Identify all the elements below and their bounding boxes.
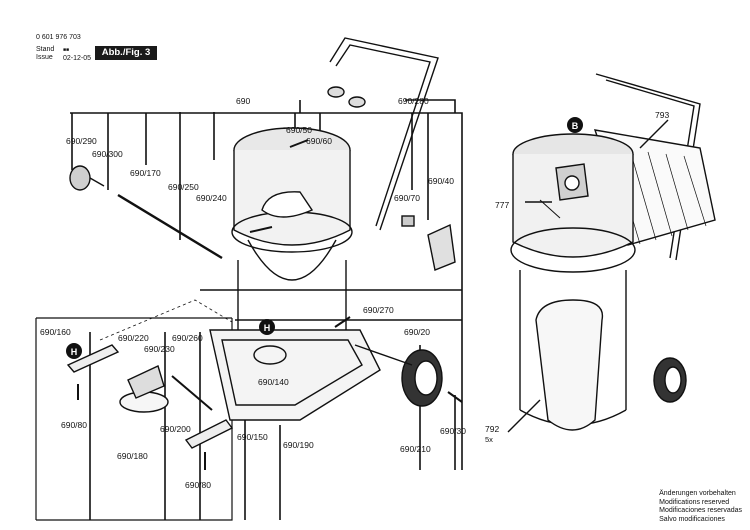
callout-label: 690/220 bbox=[118, 333, 149, 343]
h-marker-label: H bbox=[71, 347, 78, 357]
dust-bag bbox=[535, 299, 604, 431]
wheel-hub-assembled bbox=[664, 366, 682, 394]
callout-label: 690/50 bbox=[286, 125, 312, 135]
callout-label: 690/150 bbox=[237, 432, 268, 442]
note-line: Salvo modificaciones bbox=[659, 515, 725, 523]
leader-line bbox=[299, 99, 456, 113]
callout-label: 792 bbox=[485, 424, 499, 434]
b-marker-label: B bbox=[572, 121, 579, 131]
callout-label: 690/210 bbox=[400, 444, 431, 454]
callout-label: 690/20 bbox=[404, 327, 430, 337]
callout-label: 690/260 bbox=[172, 333, 203, 343]
callout-label: 793 bbox=[655, 110, 669, 120]
cap bbox=[327, 86, 345, 98]
frame-rails bbox=[237, 260, 347, 330]
callout-label: 690/280 bbox=[398, 96, 429, 106]
latch-plate bbox=[184, 419, 234, 449]
screw bbox=[447, 391, 463, 403]
callout-label: 777 bbox=[495, 200, 509, 210]
rim-assembled bbox=[510, 227, 636, 273]
note-line: Änderungen vorbehalten bbox=[659, 490, 736, 497]
callout-label: 5x bbox=[485, 435, 493, 444]
leader-line bbox=[639, 119, 669, 149]
axle bbox=[354, 344, 413, 366]
seal-ring bbox=[253, 345, 287, 365]
callout-label: 690/230 bbox=[144, 344, 175, 354]
callout-label: 690/40 bbox=[428, 176, 454, 186]
callout-label: 690/250 bbox=[168, 182, 199, 192]
knob-stem bbox=[89, 177, 105, 187]
stand-label: Stand bbox=[36, 46, 55, 53]
guide-line bbox=[99, 299, 233, 341]
leader-line bbox=[539, 199, 561, 219]
cart-base-inner bbox=[221, 339, 363, 406]
callout-label: 690/80 bbox=[61, 420, 87, 430]
switch-knob bbox=[564, 175, 580, 191]
callout-label: 690/170 bbox=[130, 168, 161, 178]
leader-line bbox=[411, 113, 429, 220]
issue-label: Issue bbox=[36, 54, 53, 61]
callout-label: 690/80 bbox=[185, 480, 211, 490]
wheel-hub bbox=[414, 360, 438, 396]
cart-handle-outer bbox=[329, 37, 439, 231]
callout-label: 690/160 bbox=[40, 327, 71, 337]
screw bbox=[249, 226, 273, 233]
leader-bracket-mid bbox=[200, 289, 462, 321]
callout-label: 690/60 bbox=[306, 136, 332, 146]
container-funnel bbox=[247, 239, 337, 281]
inlet-port bbox=[261, 191, 314, 218]
callout-label: 690/180 bbox=[117, 451, 148, 461]
clip-part bbox=[427, 223, 456, 271]
callout-label: 690/270 bbox=[363, 305, 394, 315]
note-line: Modifications reserved bbox=[659, 498, 730, 506]
stand-mark: ■■ bbox=[63, 47, 70, 53]
callout-label: 690/240 bbox=[196, 193, 227, 203]
spring bbox=[171, 375, 213, 411]
h-marker-circle bbox=[259, 319, 275, 335]
callout-label: 690 bbox=[236, 96, 250, 106]
screw bbox=[289, 139, 309, 148]
latch-plate bbox=[66, 344, 120, 373]
callout-label: 690/190 bbox=[283, 440, 314, 450]
callout-label: 690/290 bbox=[66, 136, 97, 146]
note-line: Modificaciones reservadas bbox=[659, 507, 742, 514]
callout-label: 690/200 bbox=[160, 424, 191, 434]
knob bbox=[69, 165, 91, 191]
document-number: 0 601 976 703 bbox=[36, 34, 81, 41]
cart-handle-inner bbox=[335, 44, 431, 227]
h-marker-circle bbox=[66, 343, 82, 359]
valve-bracket bbox=[127, 365, 165, 399]
h-marker-label: H bbox=[264, 323, 271, 333]
pin bbox=[334, 316, 351, 328]
callout-label: 690/140 bbox=[258, 377, 289, 387]
block-part bbox=[401, 215, 415, 227]
cap bbox=[348, 96, 366, 108]
leader-line bbox=[507, 399, 541, 433]
callout-label: 690/30 bbox=[440, 426, 466, 436]
leader-bracket-top bbox=[70, 112, 463, 470]
cart-base bbox=[209, 329, 381, 421]
threaded-rod bbox=[117, 193, 223, 260]
issue-date: 02-12-05 bbox=[63, 55, 92, 62]
b-marker-circle bbox=[567, 117, 583, 133]
callout-label: 690/300 bbox=[92, 149, 123, 159]
modification-notes: Änderungen vorbehalten Modifications res… bbox=[659, 490, 742, 524]
callout-label: 690/70 bbox=[394, 193, 420, 203]
figure-badge: Abb./Fig. 3 bbox=[95, 46, 157, 60]
